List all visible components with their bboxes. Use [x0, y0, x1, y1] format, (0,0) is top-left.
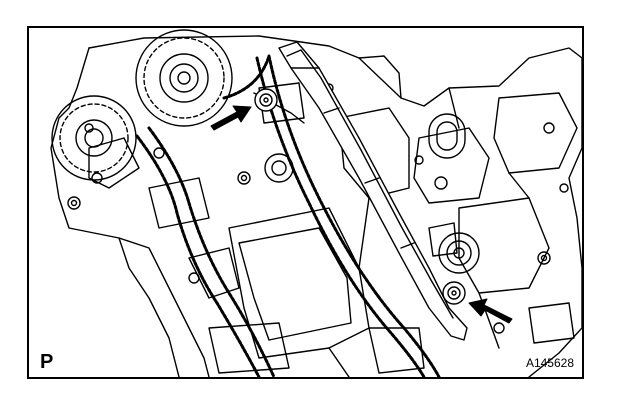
view-letter-label: P [40, 351, 54, 373]
bore-right [428, 113, 466, 159]
arrow-icon [210, 105, 252, 131]
bolt-icon [442, 281, 466, 305]
camshaft-sprocket-upper [135, 29, 233, 127]
bolt-holes [67, 83, 569, 334]
arrow-icon [468, 298, 513, 324]
idler-boss [438, 232, 480, 274]
chain-guide [278, 41, 468, 341]
camshaft-sprocket-lower [51, 95, 137, 181]
figure-id-label: A145628 [525, 356, 574, 370]
bolt-icon [253, 88, 305, 124]
timing-chain [135, 54, 441, 377]
diagram-frame: P A145628 [27, 26, 584, 379]
engine-timing-chain-drawing [50, 29, 582, 377]
